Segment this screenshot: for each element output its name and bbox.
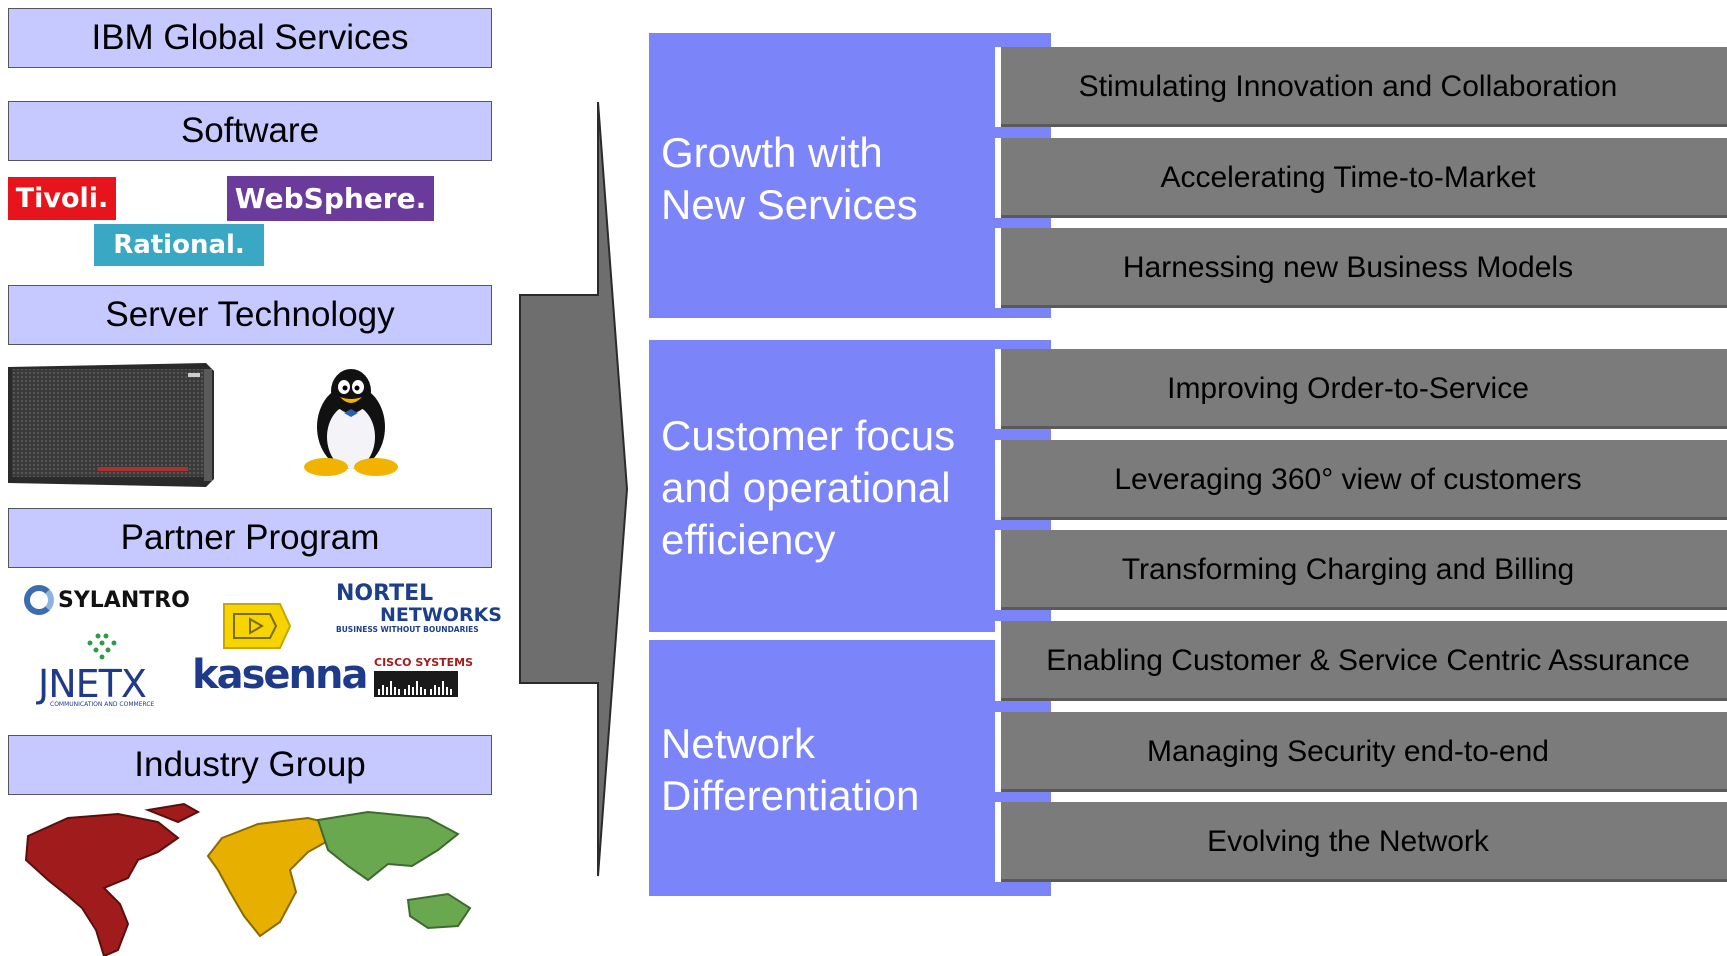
item-label: Leveraging 360° view of customers bbox=[1114, 463, 1582, 496]
nortel-logo: NORTEL NETWORKS BUSINESS WITHOUT BOUNDAR… bbox=[336, 581, 502, 635]
tivoli-logo: Tivoli. bbox=[8, 177, 116, 220]
item-divider bbox=[985, 33, 1051, 39]
category-title-line: efficiency bbox=[661, 516, 836, 563]
nortel-networks-wordmark: NETWORKS bbox=[380, 604, 502, 626]
category-title-line: and operational bbox=[661, 464, 951, 511]
sylantro-logo: SYLANTRO bbox=[24, 585, 190, 615]
item-divider bbox=[985, 890, 1051, 896]
category-title-line: Differentiation bbox=[661, 772, 920, 819]
world-map-image bbox=[24, 802, 472, 956]
item-evolving-network: Evolving the Network bbox=[995, 802, 1727, 882]
item-stimulating-innovation: Stimulating Innovation and Collaboration bbox=[995, 47, 1727, 127]
nortel-wordmark: NORTEL bbox=[336, 581, 434, 606]
item-label: Accelerating Time-to-Market bbox=[1160, 161, 1536, 194]
rational-logo: Rational. bbox=[94, 224, 264, 266]
big-arrow-shape bbox=[519, 101, 629, 877]
ibm-global-services-label: IBM Global Services bbox=[8, 8, 492, 68]
item-label: Stimulating Innovation and Collaboration bbox=[1078, 70, 1618, 103]
item-label: Evolving the Network bbox=[1207, 825, 1489, 858]
cisco-logo: CISCO SYSTEMS bbox=[374, 656, 474, 697]
category-title-line: Growth with bbox=[661, 129, 883, 176]
item-accelerating-time-to-market: Accelerating Time-to-Market bbox=[995, 138, 1727, 218]
kasenna-play-icon bbox=[223, 603, 292, 649]
software-label: Software bbox=[8, 101, 492, 161]
category-growth-with-new-services: Growth with New Services bbox=[649, 33, 1051, 318]
industry-group-label: Industry Group bbox=[8, 735, 492, 795]
item-improving-order-to-service: Improving Order-to-Service bbox=[995, 349, 1727, 429]
category-title-line: Network bbox=[661, 720, 816, 767]
linux-penguin-image bbox=[304, 369, 398, 476]
item-label: Improving Order-to-Service bbox=[1167, 372, 1529, 405]
cisco-wordmark: CISCO SYSTEMS bbox=[374, 656, 474, 669]
item-label: Transforming Charging and Billing bbox=[1121, 553, 1575, 586]
jnetx-tagline: COMMUNICATION AND COMMERCE bbox=[50, 701, 155, 708]
partner-program-label: Partner Program bbox=[8, 508, 492, 568]
category-network-differentiation: Network Differentiation bbox=[649, 640, 1051, 896]
websphere-logo: WebSphere. bbox=[227, 176, 434, 221]
server-technology-label: Server Technology bbox=[8, 285, 492, 345]
sylantro-wordmark: SYLANTRO bbox=[58, 587, 190, 613]
jnetx-dots-icon bbox=[87, 633, 117, 660]
item-harnessing-business-models: Harnessing new Business Models bbox=[995, 228, 1727, 308]
item-managing-security: Managing Security end-to-end bbox=[995, 712, 1727, 792]
item-label: Harnessing new Business Models bbox=[1122, 251, 1574, 284]
jnetx-wordmark: JNETX bbox=[38, 662, 147, 706]
item-enabling-assurance: Enabling Customer & Service Centric Assu… bbox=[995, 621, 1727, 701]
server-rack-image bbox=[8, 363, 214, 487]
item-leveraging-360-view: Leveraging 360° view of customers bbox=[995, 440, 1727, 520]
category-title-line: New Services bbox=[661, 181, 918, 228]
category-title-line: Customer focus bbox=[661, 412, 956, 459]
cisco-bars-icon bbox=[374, 671, 458, 697]
item-label: Managing Security end-to-end bbox=[1147, 735, 1549, 768]
kasenna-wordmark: kasenna bbox=[192, 652, 368, 698]
item-transforming-charging-billing: Transforming Charging and Billing bbox=[995, 530, 1727, 610]
sylantro-swirl-icon bbox=[24, 585, 54, 615]
category-customer-focus: Customer focus and operational efficienc… bbox=[649, 340, 1051, 632]
item-divider bbox=[985, 340, 1051, 346]
item-label: Enabling Customer & Service Centric Assu… bbox=[1046, 644, 1690, 677]
nortel-tagline: BUSINESS WITHOUT BOUNDARIES bbox=[336, 625, 479, 634]
